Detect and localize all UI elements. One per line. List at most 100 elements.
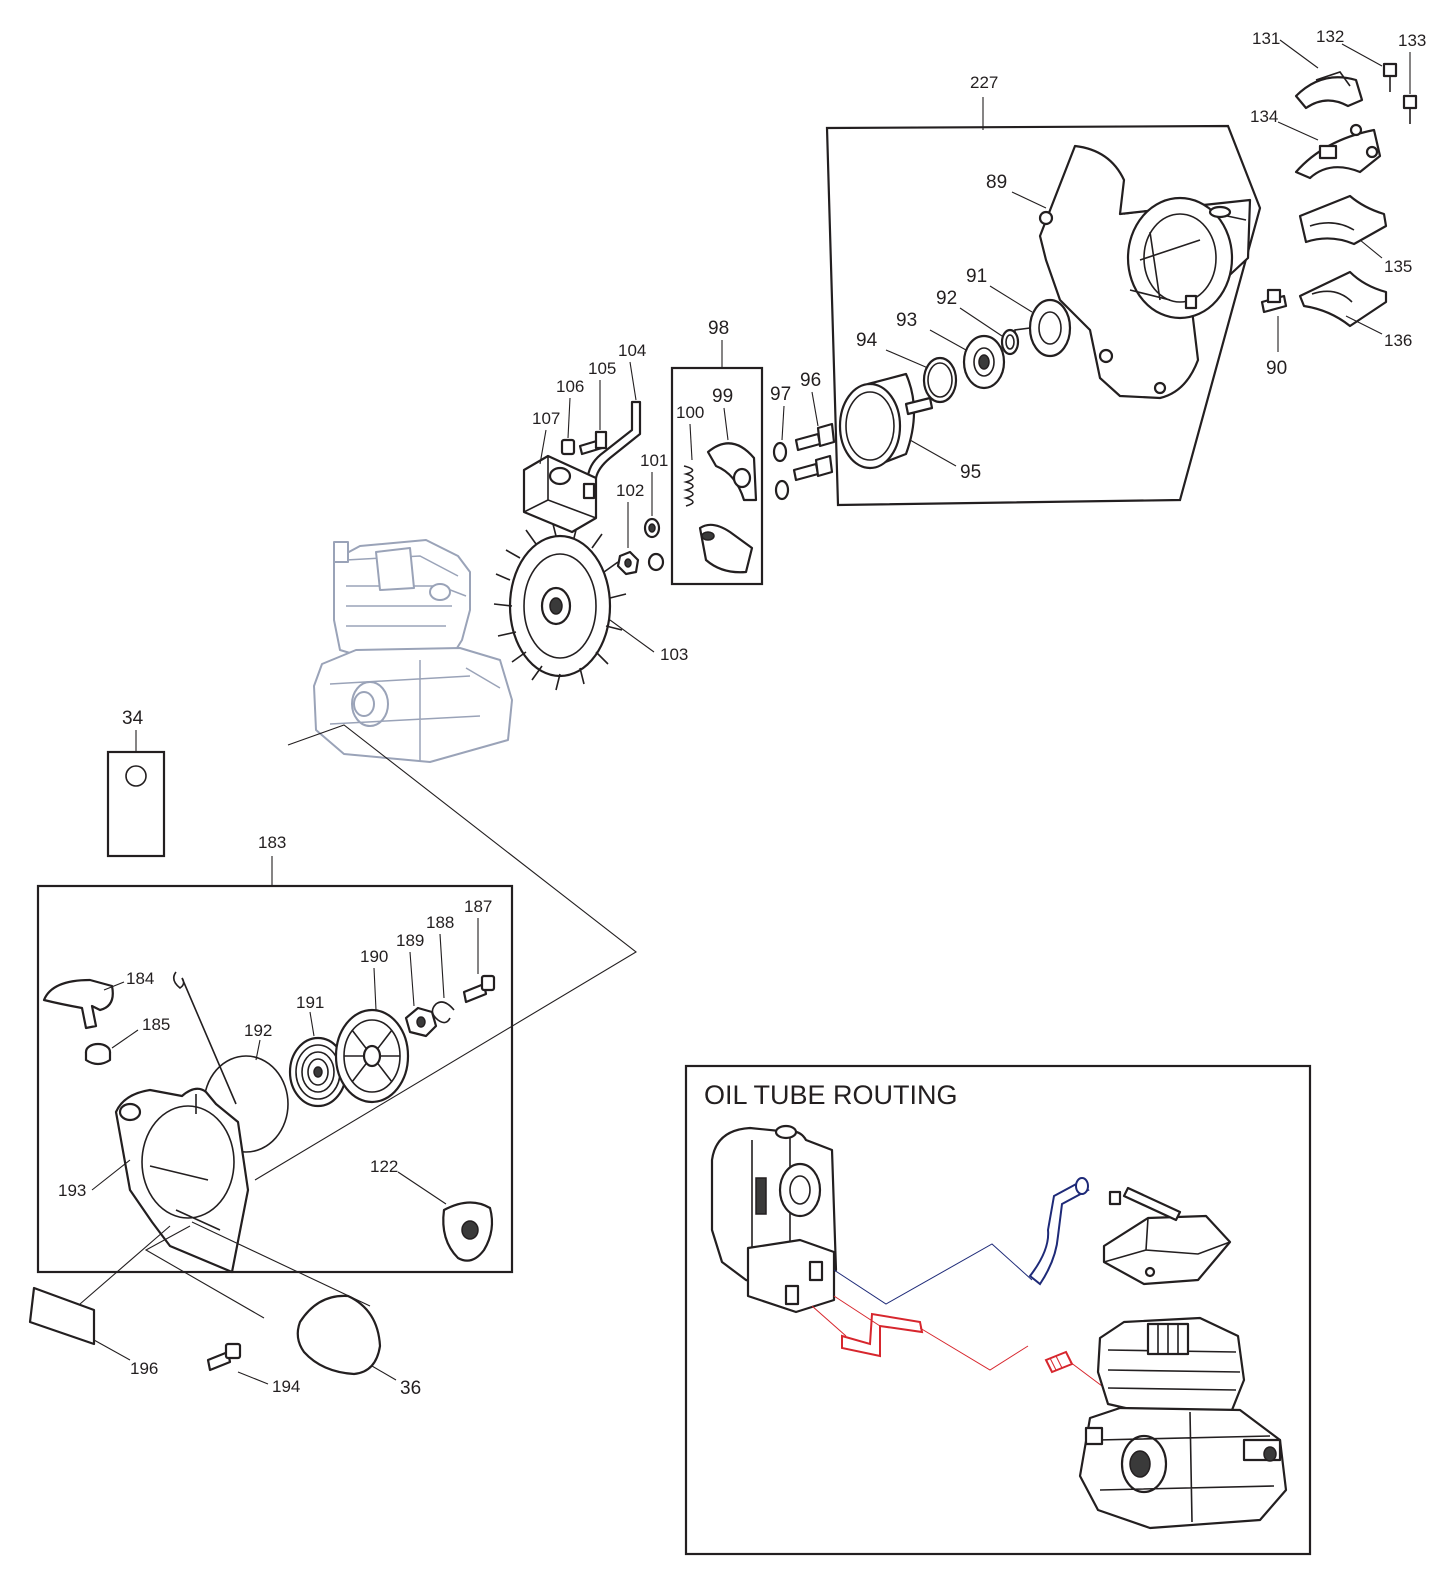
part-105-bolt[interactable] [578,430,608,456]
label-188[interactable]: 188 [426,913,454,932]
label-192[interactable]: 192 [244,1021,272,1040]
label-183[interactable]: 183 [258,833,286,852]
label-100[interactable]: 100 [676,403,704,422]
leader-106 [567,397,571,439]
part-191-recoil-spring[interactable] [288,1036,348,1108]
part-107-oil-pump[interactable] [522,454,598,534]
part-185-handle-cap[interactable] [84,1042,112,1066]
leader-136 [1345,315,1383,335]
inset-title: OIL TUBE ROUTING [704,1080,958,1110]
label-132[interactable]: 132 [1316,27,1344,46]
part-122-pawl-cover[interactable] [442,1201,494,1262]
label-194[interactable]: 194 [272,1377,300,1396]
inset-oil-tube-blue [833,1177,1090,1305]
label-105[interactable]: 105 [588,359,616,378]
part-90-screw[interactable] [1260,288,1288,314]
leader-131 [1279,39,1319,69]
label-196[interactable]: 196 [130,1359,158,1378]
label-97[interactable]: 97 [770,384,791,405]
label-91[interactable]: 91 [966,266,987,287]
label-136[interactable]: 136 [1384,331,1412,350]
label-102[interactable]: 102 [616,481,644,500]
label-94[interactable]: 94 [856,330,878,351]
label-107[interactable]: 107 [532,409,560,428]
part-189-ratchet[interactable] [404,1006,438,1038]
part-106-nut[interactable] [560,438,576,456]
part-188-spring-clip[interactable] [431,1001,455,1024]
label-189[interactable]: 189 [396,931,424,950]
label-134[interactable]: 134 [1250,107,1278,126]
label-36[interactable]: 36 [400,1378,421,1399]
part-94-retaining-ring[interactable] [922,356,958,404]
label-93[interactable]: 93 [896,310,917,331]
label-184[interactable]: 184 [126,969,154,988]
part-131-clamp-top[interactable] [1294,71,1364,110]
part-92-snap-ring[interactable] [1000,328,1020,356]
label-89[interactable]: 89 [986,172,1007,193]
part-101-washer[interactable] [643,517,665,572]
part-184-starter-handle[interactable] [42,978,114,1030]
label-96[interactable]: 96 [800,370,821,391]
label-135[interactable]: 135 [1384,257,1412,276]
label-95[interactable]: 95 [960,462,981,483]
part-91-bearing[interactable] [1014,298,1072,358]
label-98[interactable]: 98 [708,318,729,339]
part-99-clutch-shoe[interactable] [706,442,758,502]
label-90[interactable]: 90 [1266,358,1287,379]
leader-case-to-196 [79,1225,171,1305]
label-191[interactable]: 191 [296,993,324,1012]
label-185[interactable]: 185 [142,1015,170,1034]
part-34-hole [125,765,147,787]
part-89-clutch-housing[interactable] [1038,144,1252,400]
part-103-flywheel[interactable] [493,519,627,691]
part-clutch-shoe-lower[interactable] [698,523,754,574]
part-136-clamp[interactable] [1298,270,1388,328]
label-131[interactable]: 131 [1252,29,1280,48]
part-187-screw[interactable] [462,974,496,1004]
leader-196 [93,1339,131,1361]
part-36-gasket[interactable] [296,1294,382,1376]
part-97-washers[interactable] [772,441,790,501]
label-133[interactable]: 133 [1398,31,1426,50]
inset-engine-block [1078,1316,1288,1530]
label-190[interactable]: 190 [360,947,388,966]
part-104-oil-tube[interactable] [586,400,642,480]
group-frame-183 [36,884,514,1274]
part-93-bearing[interactable] [962,334,1006,390]
leader-96 [811,391,819,427]
part-100-spring[interactable] [683,465,694,507]
part-102-nut[interactable] [616,550,640,576]
part-190-rope-pulley[interactable] [334,1008,410,1104]
part-132-screw[interactable] [1382,62,1398,92]
label-101[interactable]: 101 [640,451,668,470]
leader-93 [929,329,967,351]
label-122[interactable]: 122 [370,1157,398,1176]
part-133-screw[interactable] [1402,94,1418,124]
leader-89 [1011,191,1047,209]
label-193[interactable]: 193 [58,1181,86,1200]
leader-184 [103,981,125,991]
label-227[interactable]: 227 [970,73,998,92]
part-193-starter-case[interactable] [114,1087,250,1274]
leader-192 [255,1039,261,1061]
leader-case-to-36 [191,1221,371,1307]
part-196-decal[interactable] [28,1286,96,1346]
leader-122 [397,1171,447,1205]
part-134-clamp[interactable] [1294,123,1382,180]
label-106[interactable]: 106 [556,377,584,396]
inset-frame-oil-tube-routing [684,1064,1312,1556]
part-95-clutch-drum[interactable] [838,372,934,470]
label-104[interactable]: 104 [618,341,646,360]
label-92[interactable]: 92 [936,288,957,309]
leader-132 [1341,43,1383,67]
part-34-label-plate[interactable] [106,750,166,858]
label-187[interactable]: 187 [464,897,492,916]
part-96-bolts[interactable] [792,422,836,482]
part-135-clamp[interactable] [1298,194,1388,246]
part-194-screw[interactable] [206,1342,242,1372]
label-34[interactable]: 34 [122,708,144,729]
label-103[interactable]: 103 [660,645,688,664]
leader-99 [723,407,729,441]
inset-cylinder-cover [1102,1186,1232,1286]
label-99[interactable]: 99 [712,386,733,407]
